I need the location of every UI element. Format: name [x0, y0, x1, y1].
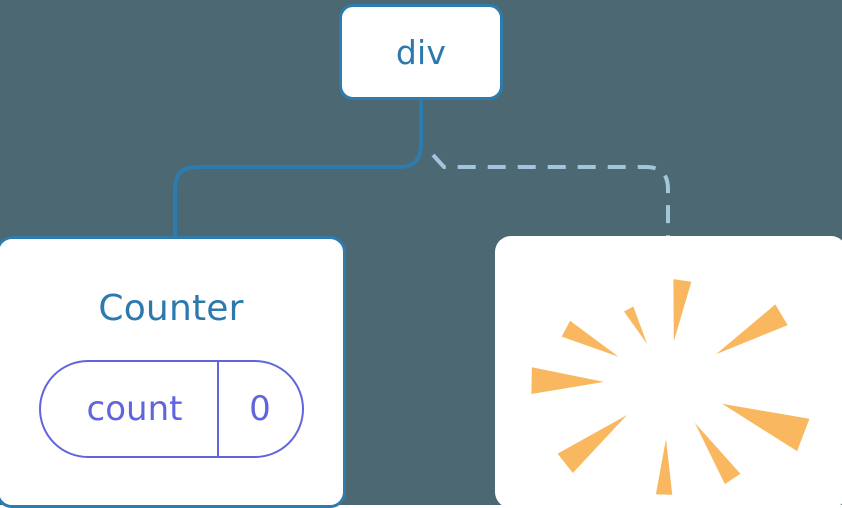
ray-w [531, 367, 604, 394]
node-counter[interactable]: Counter count 0 [0, 236, 346, 508]
ray-nnw [624, 306, 648, 345]
ray-sw [557, 415, 627, 473]
node-sparkle[interactable] [495, 236, 842, 508]
node-div[interactable]: div [339, 4, 503, 100]
ray-nw [561, 320, 619, 357]
ray-e [722, 403, 810, 452]
state-pill-value: 0 [249, 389, 271, 429]
sparkle-ray-group [531, 279, 810, 495]
state-pill-count[interactable]: count 0 [38, 360, 304, 458]
node-counter-label: Counter [98, 288, 244, 329]
edge-div-to-counter [173, 100, 423, 238]
ray-sse [694, 422, 741, 485]
sparkle-burst-icon [531, 279, 810, 495]
node-div-label: div [395, 32, 447, 72]
ray-s [655, 439, 673, 495]
ray-ene [716, 304, 788, 355]
state-pill-key: count [41, 362, 219, 456]
edge-div-to-sparkle [431, 153, 670, 238]
ray-n [673, 279, 692, 342]
